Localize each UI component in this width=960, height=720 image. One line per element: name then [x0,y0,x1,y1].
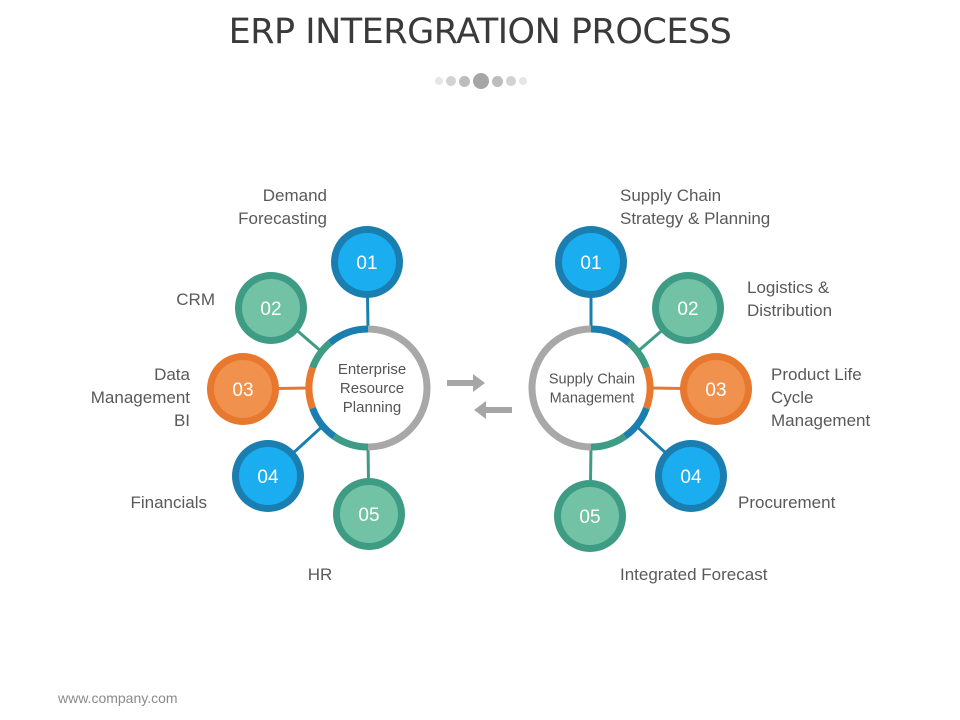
node-circle-inner [687,360,745,418]
hub-ring-gray [528,325,592,451]
node-label-integrated-forecast: Integrated Forecast [620,565,768,584]
node-number: 01 [580,253,601,274]
footer-url: www.company.com [58,690,178,706]
node-circle-inner [562,233,620,291]
node-number: 05 [358,505,379,526]
arrow-left-icon-head [474,401,486,419]
hub-label-line: Resource [340,380,404,397]
hub-ring-segment [626,340,650,370]
divider-dot [446,76,456,86]
page-title: ERP INTERGRATION PROCESS [228,12,732,52]
node-number: 02 [677,299,698,320]
hub-ring-segment [643,366,654,410]
node-circle-inner [338,233,396,291]
hub-label-line: Planning [343,399,401,416]
node-number: 04 [257,467,279,488]
node-circle-inner [214,360,272,418]
divider-dot [473,73,489,89]
node-label-demand-forecasting: Demand Forecasting [238,186,327,228]
node-circle-inner [561,487,619,545]
node-circle-inner [662,447,720,505]
hub-label-line: Supply Chain [549,372,635,388]
node-label-hr: HR [307,565,333,584]
hub-ring-segment [327,325,369,346]
node-label-supply-chain-strategy: Supply Chain Strategy & Planning [620,186,771,228]
hub-ring-segment [305,366,316,410]
node-label-logistics: Logistics & Distribution [747,278,833,320]
hub-circle [532,329,650,447]
hub-ring-segment [309,406,337,440]
hub-ring-segment [622,406,650,440]
node-circle-inner [242,279,300,337]
divider-dot [459,75,470,87]
title-divider-dots [435,72,527,90]
divider-dot [492,75,503,87]
node-number: 01 [356,253,377,274]
node-label-product-life-cycle: Product Life Cycle Management [771,365,871,430]
arrow-right-icon-head [473,374,485,392]
node-number: 04 [680,467,702,488]
node-label-financials: Financials [130,493,207,512]
divider-dot [435,77,443,85]
node-circle-inner [340,485,398,543]
node-circle-inner [239,447,297,505]
node-number: 05 [579,507,600,528]
hub-ring-segment [332,433,369,451]
hub-ring-segment [590,433,627,451]
node-circle-inner [659,279,717,337]
node-number: 02 [260,299,281,320]
divider-dot [506,76,516,86]
hub-circle [309,329,427,447]
node-label-data-management: Data Management BI [90,365,190,430]
hub-ring-segment [309,340,333,370]
node-number: 03 [705,380,726,401]
hub-label-line: Management [550,391,635,407]
divider-dot [519,77,527,85]
node-number: 03 [232,380,253,401]
node-label-procurement: Procurement [738,493,836,512]
hub-ring-segment [590,325,632,346]
hub-ring-gray [367,325,431,451]
hub-label-line: Enterprise [338,361,406,378]
node-label-crm: CRM [176,290,215,309]
